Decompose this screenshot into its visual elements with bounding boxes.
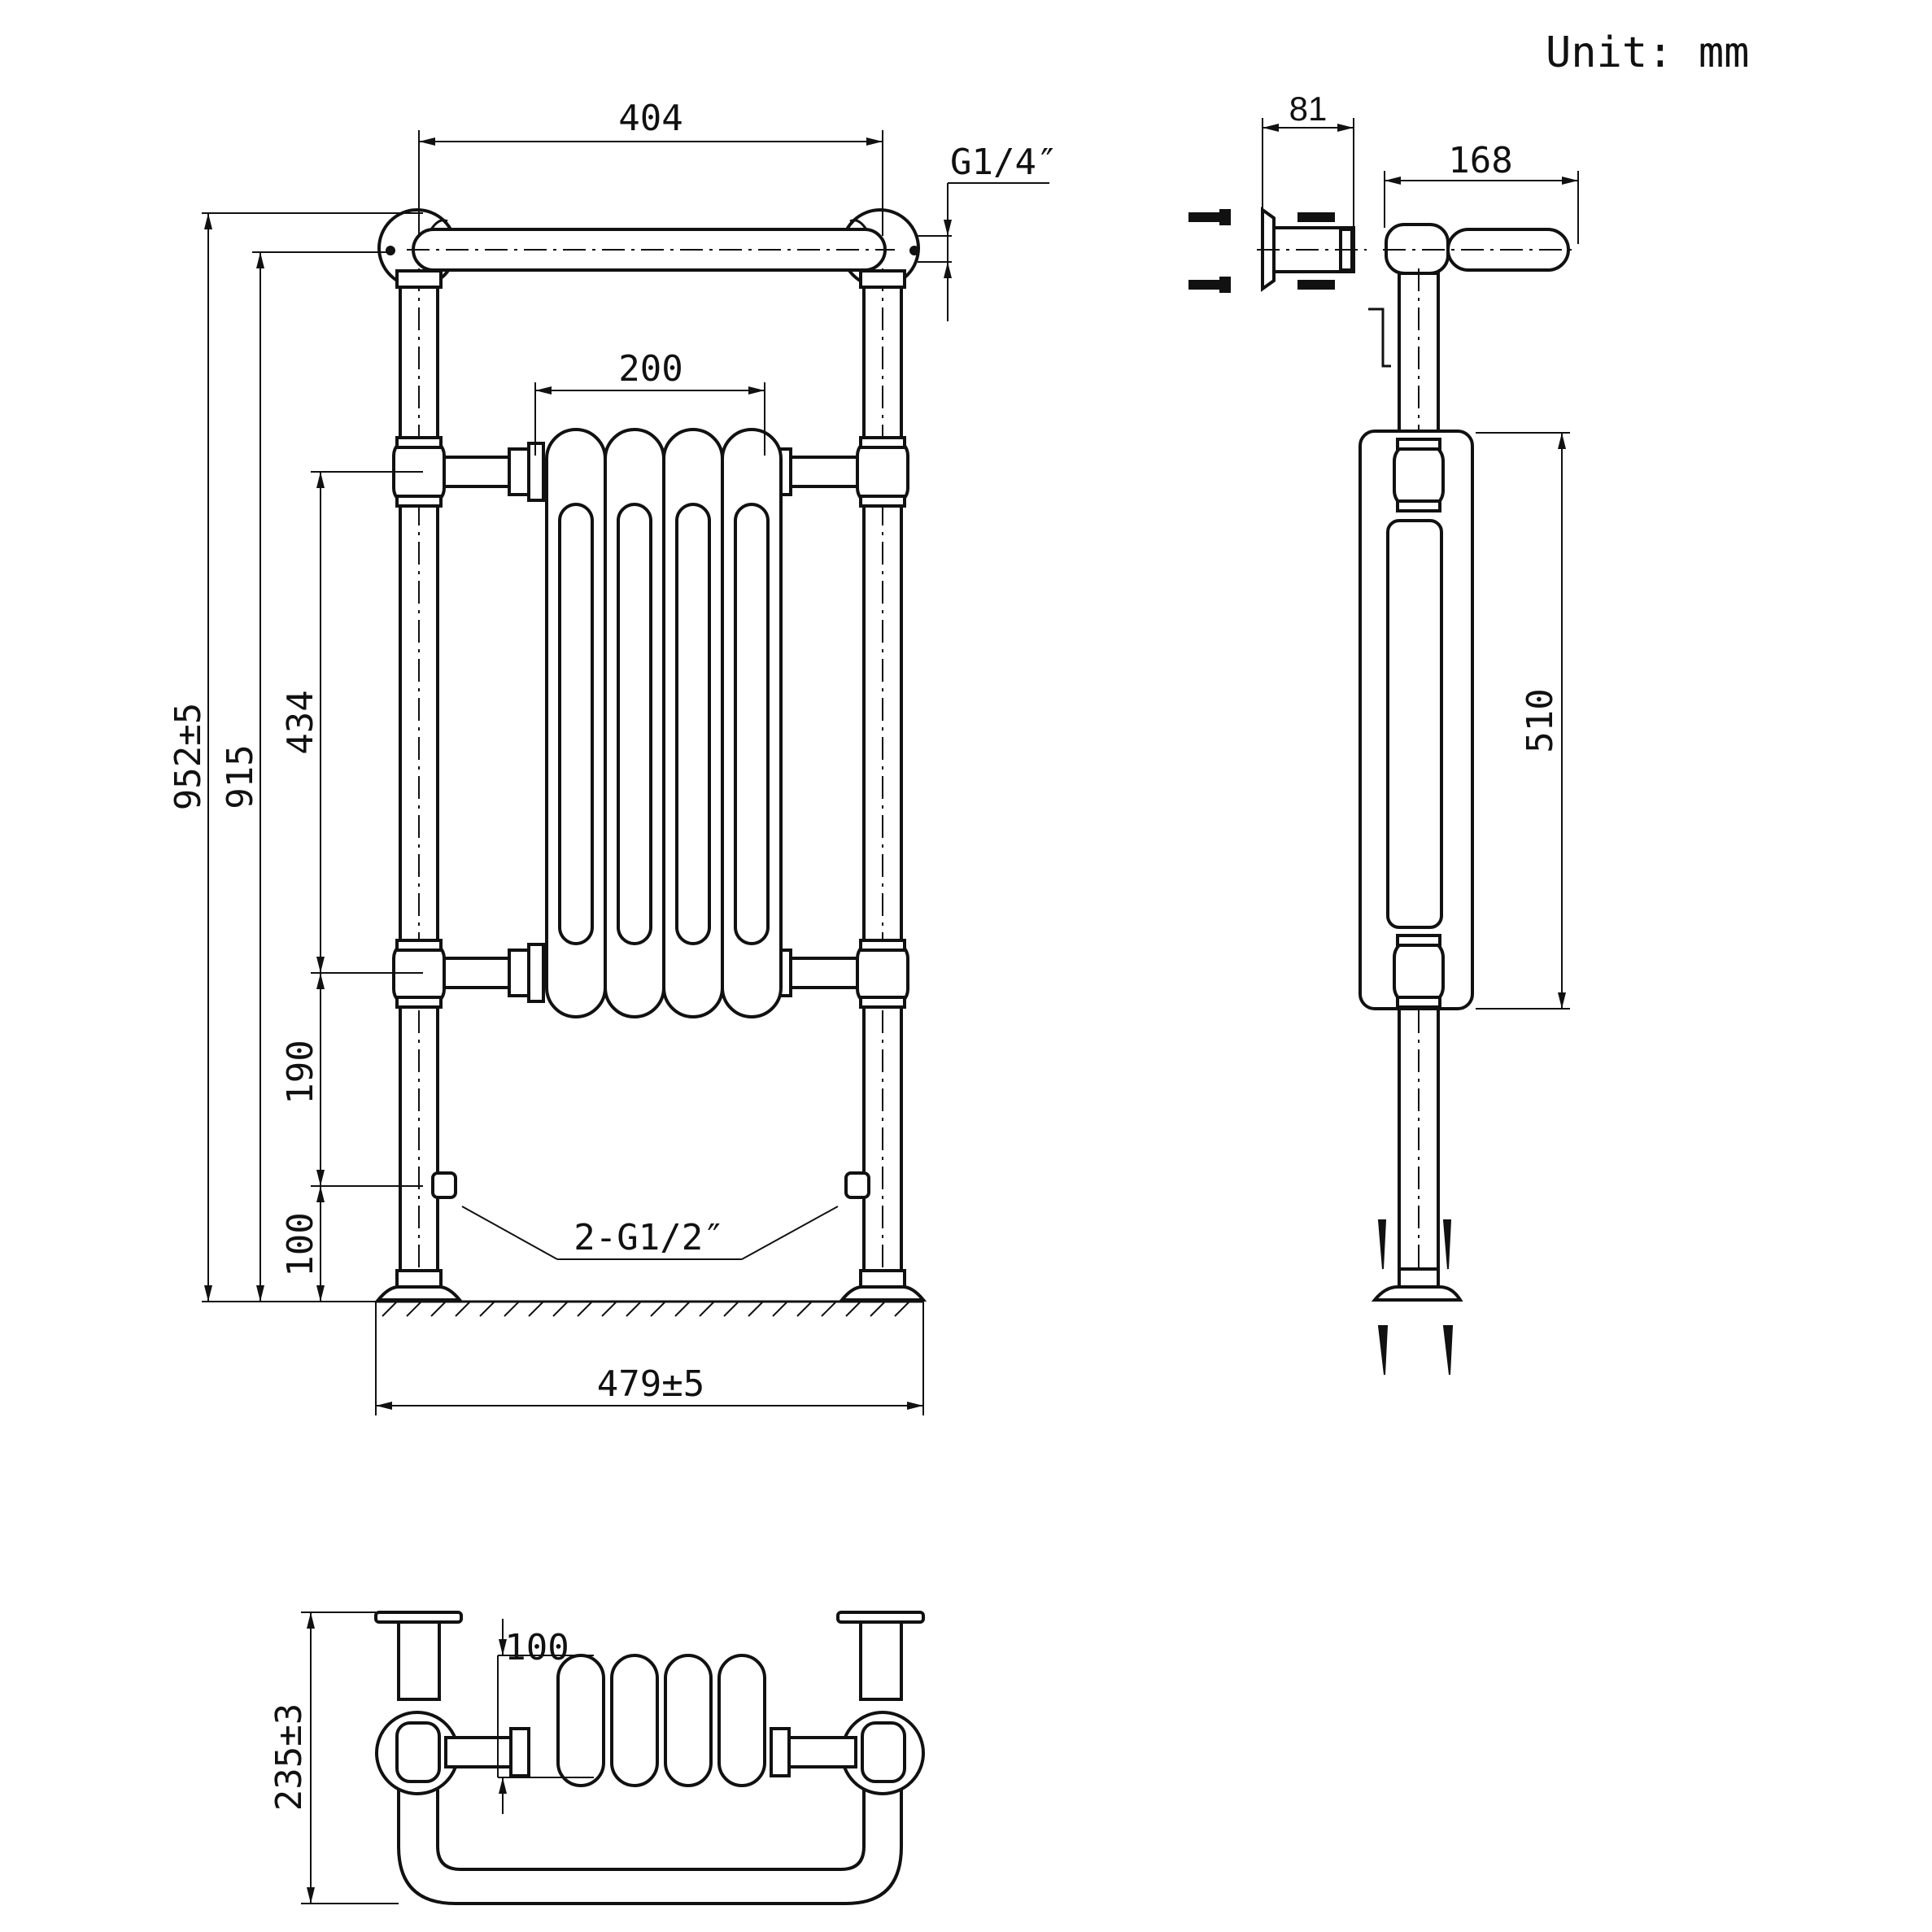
- dim-section-height-510: 510: [1520, 688, 1561, 752]
- dim-thread-g14: G1/4″: [950, 142, 1058, 183]
- u-rail: [397, 1755, 903, 1905]
- wall-flanges: [374, 1611, 925, 1701]
- dim-spacing-190: 190: [280, 1040, 321, 1104]
- front-view: 404 G1/4″ 200 952±5 915 434 190 100 2-G1…: [168, 98, 1058, 1415]
- top-sections: [556, 1654, 766, 1787]
- unit-label: Unit: mm: [1546, 28, 1749, 77]
- dim-section-height-434: 434: [280, 690, 321, 754]
- dim-total-width: 479±5: [597, 1363, 704, 1405]
- anchor-icon: [1377, 1219, 1454, 1376]
- dim-valve-height-100: 100: [280, 1212, 321, 1276]
- valve-connections: [431, 1171, 870, 1260]
- dim-bracket-depth-81: 81: [1289, 89, 1328, 128]
- wall-bracket: [1257, 207, 1367, 292]
- dim-width-404: 404: [618, 98, 683, 139]
- dim-section-depth-100: 100: [504, 1627, 569, 1668]
- dim-height-915: 915: [220, 744, 261, 809]
- dimension-lines: [204, 137, 952, 1410]
- side-upright: [1359, 268, 1474, 1302]
- dim-total-height: 952±5: [168, 703, 209, 810]
- side-view: 81 168 510: [1188, 89, 1579, 1376]
- top-rail: [377, 208, 920, 288]
- dim-total-depth: 235±3: [268, 1703, 310, 1811]
- floor-hatch: [376, 1300, 923, 1317]
- extension-lines: [202, 130, 1049, 1415]
- label-valve-connections: 2-G1/2″: [573, 1217, 724, 1258]
- dim-section-width-200: 200: [618, 348, 683, 390]
- dim-projection-168: 168: [1448, 140, 1512, 181]
- radiator-sections: [545, 428, 783, 1018]
- screw-icon: [1188, 209, 1335, 293]
- top-view: 235±3 100: [268, 1611, 925, 1905]
- left-upright: [374, 268, 464, 1302]
- right-upright: [838, 268, 927, 1302]
- side-rail: [1383, 223, 1578, 275]
